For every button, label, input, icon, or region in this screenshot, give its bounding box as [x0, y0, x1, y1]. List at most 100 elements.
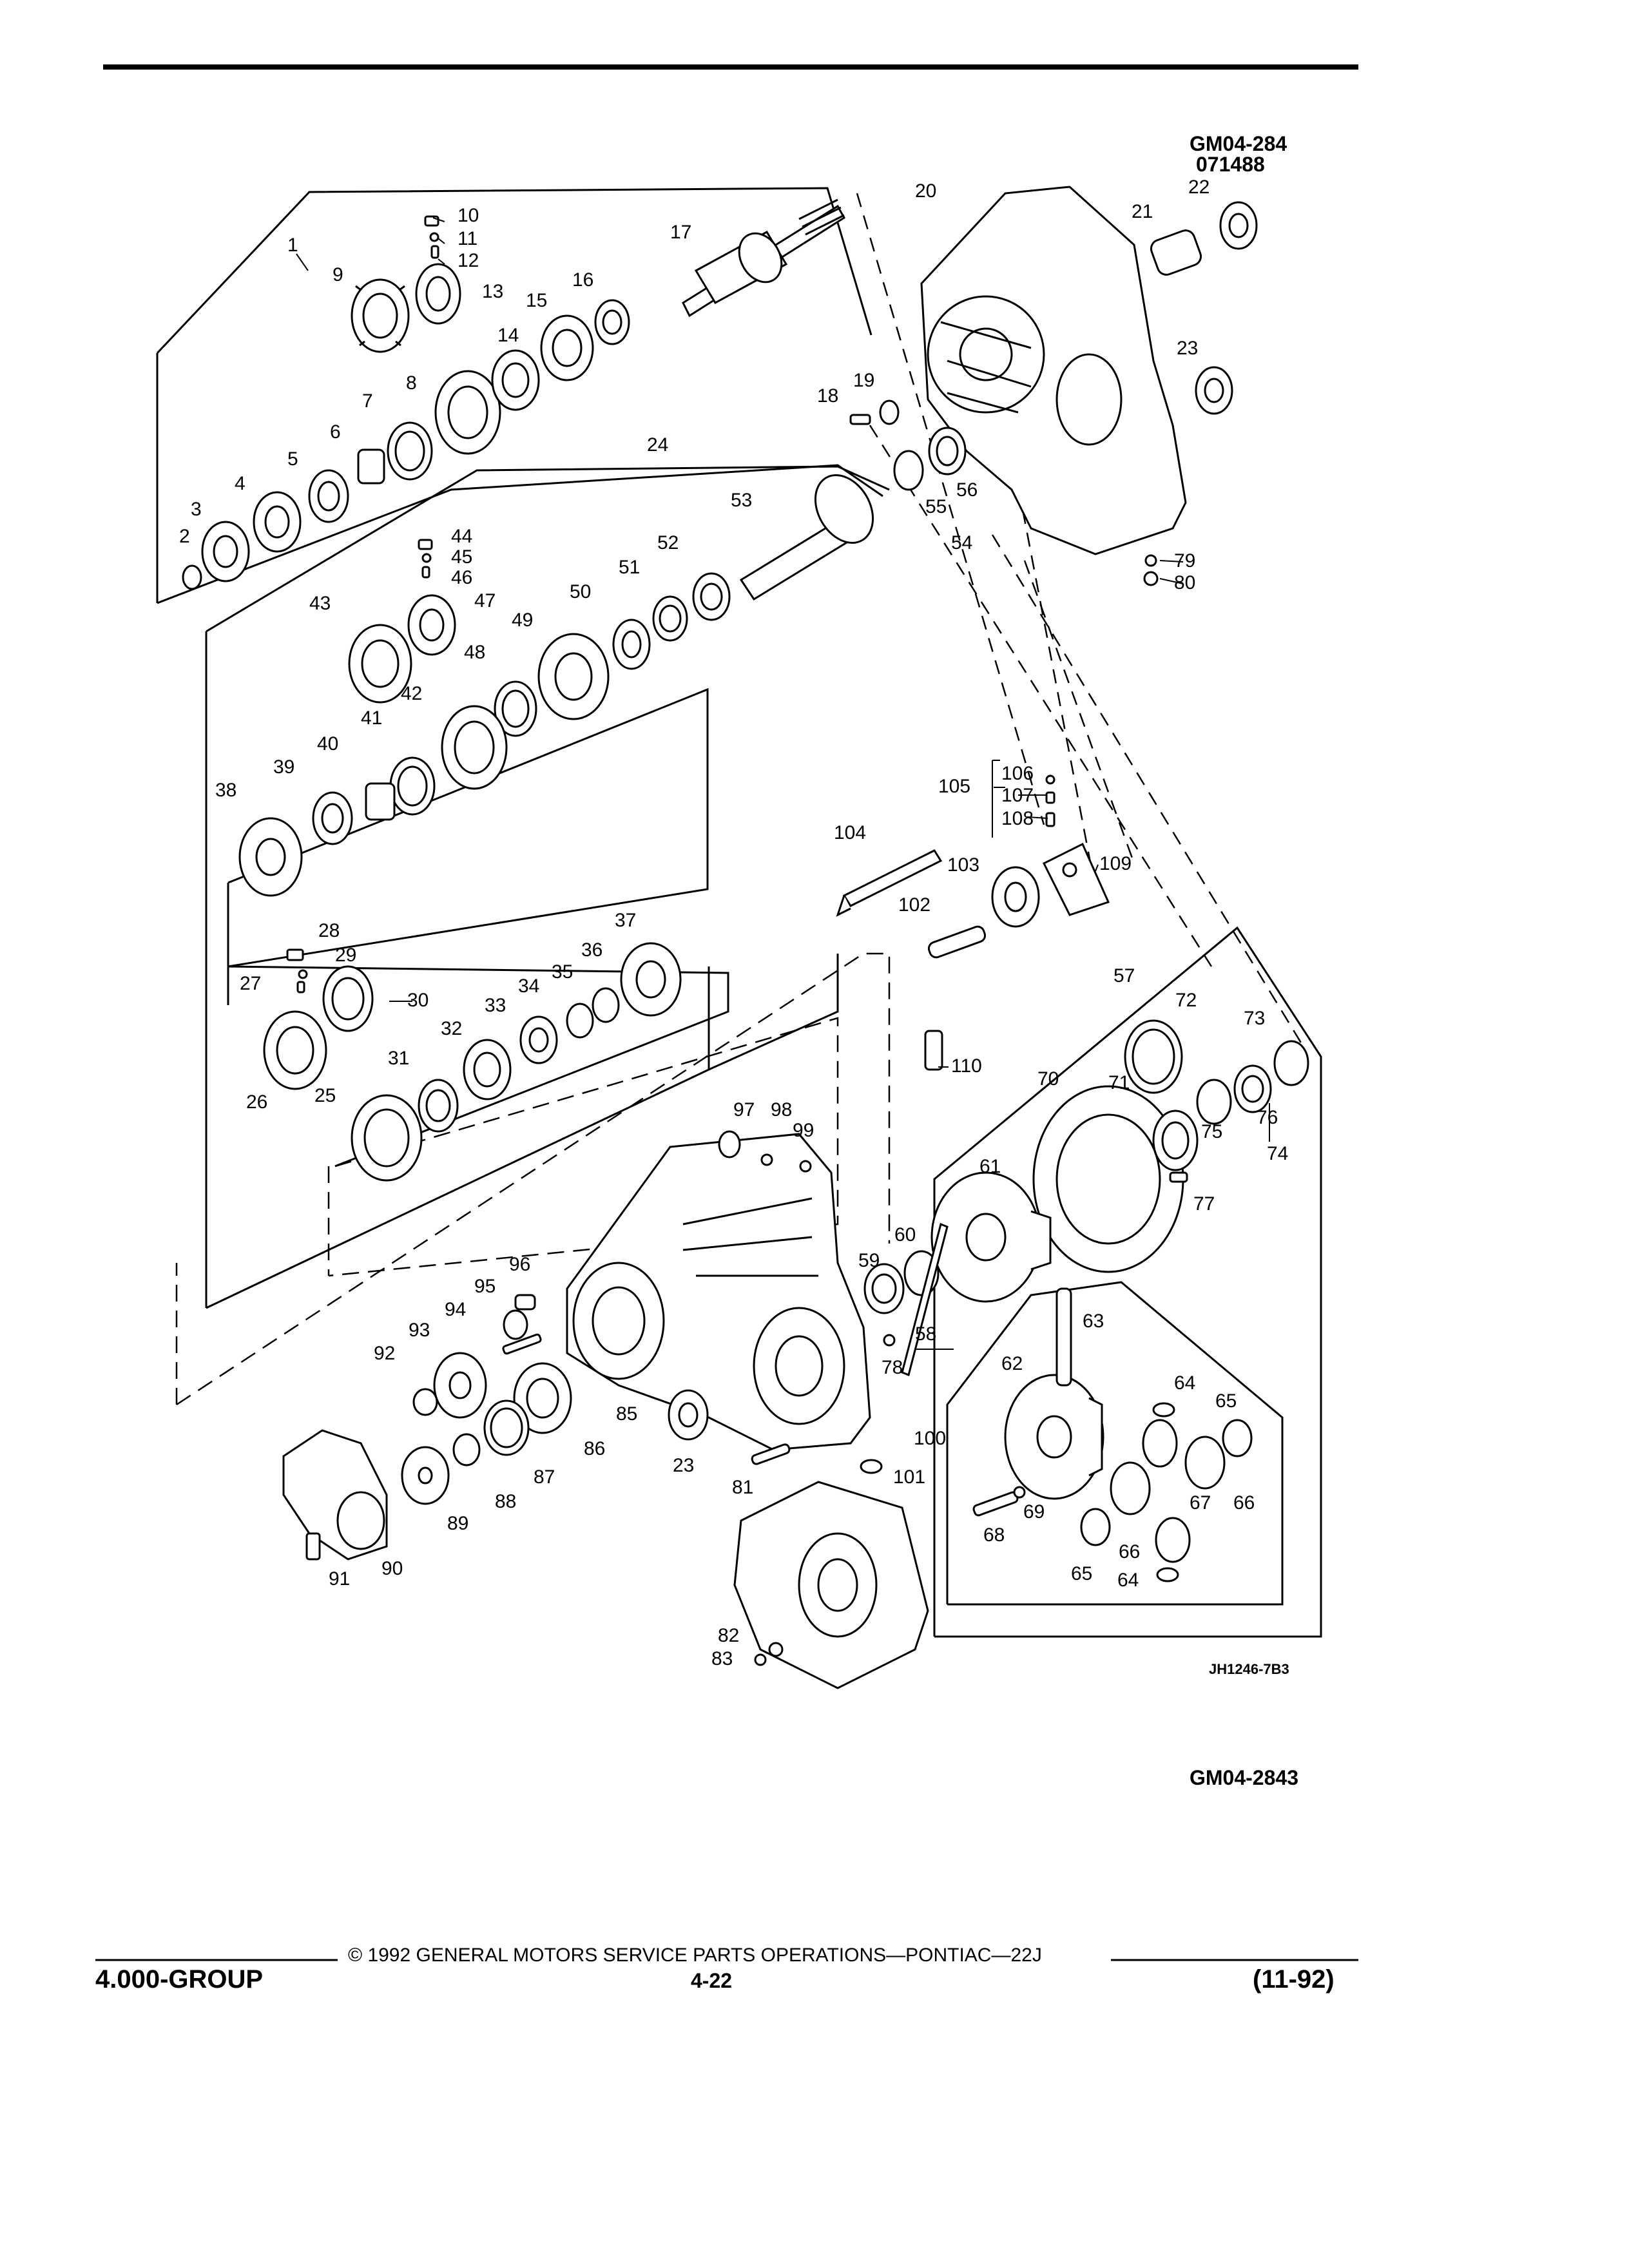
- callout-104: 104: [834, 822, 866, 843]
- gear-103: [991, 866, 1040, 928]
- callout-90: 90: [381, 1558, 403, 1579]
- seal-22: [1219, 201, 1258, 250]
- washer-101: [860, 1459, 883, 1474]
- callout-83: 83: [711, 1648, 733, 1669]
- callout-41: 41: [361, 707, 382, 729]
- callout-6: 6: [330, 421, 341, 443]
- ring-36: [592, 987, 620, 1023]
- callout-36: 36: [581, 939, 602, 961]
- callout-57: 57: [1113, 965, 1135, 986]
- gear-42: [441, 705, 508, 790]
- cover-90: [282, 1429, 388, 1561]
- ring-87: [483, 1399, 530, 1456]
- callout-52: 52: [657, 532, 679, 553]
- ring-2: [182, 564, 202, 590]
- callout-53: 53: [731, 490, 752, 511]
- synchro-47: [407, 594, 456, 656]
- ring-30: [322, 965, 374, 1032]
- bearing-50: [612, 619, 651, 670]
- synchro-13: [415, 263, 461, 325]
- bolt-91: [305, 1532, 321, 1561]
- callout-12: 12: [458, 250, 479, 271]
- callout-51: 51: [619, 557, 640, 578]
- seal-71: [1152, 1110, 1199, 1171]
- input-shaft-17: [682, 198, 845, 318]
- callout-94: 94: [445, 1299, 466, 1320]
- callout-28: 28: [318, 920, 340, 941]
- gear-38: [238, 817, 303, 897]
- gear-8: [434, 370, 501, 455]
- diff-gears-64-67: [1080, 1402, 1253, 1582]
- callout-106: 106: [1001, 763, 1034, 784]
- callout-22: 22: [1188, 177, 1210, 198]
- screws-79-80: [1143, 554, 1159, 586]
- figure-id-top-line-1: GM04-284: [1190, 132, 1287, 155]
- gear-25: [351, 1094, 423, 1182]
- callout-37: 37: [615, 910, 636, 931]
- callout-46: 46: [451, 567, 472, 588]
- plug-92: [412, 1388, 438, 1416]
- callout-13: 13: [482, 281, 503, 302]
- bearing-5: [308, 469, 349, 523]
- callout-66: 66: [1233, 1492, 1255, 1514]
- bearing-75-76: [1196, 1064, 1272, 1125]
- callout-38: 38: [215, 780, 236, 801]
- gear-3: [201, 521, 250, 582]
- callout-40: 40: [317, 733, 338, 754]
- callout-14: 14: [497, 325, 519, 346]
- callout-98: 98: [771, 1099, 792, 1120]
- ring-48: [494, 680, 537, 737]
- bearing-93: [433, 1352, 487, 1419]
- callout-56: 56: [956, 479, 978, 501]
- callout-82: 82: [718, 1625, 739, 1646]
- callout-81: 81: [732, 1477, 753, 1498]
- callout-62: 62: [1001, 1353, 1023, 1374]
- callout-32: 32: [441, 1018, 462, 1039]
- sleeve-40: [365, 782, 396, 821]
- callout-4: 4: [235, 473, 246, 494]
- small-parts-44-46: [418, 539, 433, 579]
- case-housing-20: [920, 186, 1187, 555]
- callout-5: 5: [287, 448, 298, 470]
- callout-3: 3: [191, 499, 202, 520]
- bearing-16: [594, 299, 630, 345]
- callout-100: 100: [914, 1428, 946, 1449]
- footer-date: (11-92): [1253, 1965, 1335, 1994]
- small-parts-27-29: [286, 948, 308, 994]
- callout-85: 85: [616, 1403, 637, 1425]
- callout-8: 8: [406, 372, 417, 394]
- callout-72: 72: [1175, 990, 1197, 1011]
- carrier-61: [930, 1171, 1052, 1303]
- callout-70: 70: [1037, 1068, 1059, 1090]
- bolt-82-83: [754, 1642, 784, 1666]
- callout-93: 93: [409, 1320, 430, 1341]
- gear-26: [263, 1010, 327, 1090]
- gear-9: [351, 278, 410, 353]
- callout-102: 102: [898, 894, 930, 916]
- lever-109: [1042, 842, 1110, 916]
- callout-61: 61: [979, 1156, 1001, 1177]
- callout-9: 9: [333, 264, 343, 285]
- ring-35: [566, 1003, 594, 1039]
- callout-63: 63: [1083, 1311, 1104, 1332]
- small-parts-10-12: [424, 215, 439, 259]
- callout-24: 24: [647, 434, 668, 456]
- bolt-18-19: [849, 399, 900, 425]
- callout-75: 75: [1201, 1121, 1222, 1142]
- end-cover-lower: [733, 1481, 929, 1689]
- ring-gear-70: [1032, 1085, 1184, 1273]
- gear-72: [1124, 1019, 1183, 1094]
- callout-29: 29: [335, 945, 356, 966]
- callout-49: 49: [512, 610, 533, 631]
- callout-59: 59: [858, 1250, 880, 1271]
- callout-10: 10: [458, 205, 479, 226]
- callout-35: 35: [552, 961, 573, 983]
- callout-58: 58: [915, 1323, 936, 1345]
- sensor-110: [924, 1030, 943, 1071]
- callout-67: 67: [1190, 1492, 1211, 1514]
- callout-64-lower: 64: [1117, 1570, 1139, 1591]
- callout-73: 73: [1244, 1008, 1265, 1029]
- bearing-55-56: [893, 427, 967, 491]
- bolt-81: [751, 1443, 791, 1465]
- dipstick-100: [901, 1222, 949, 1377]
